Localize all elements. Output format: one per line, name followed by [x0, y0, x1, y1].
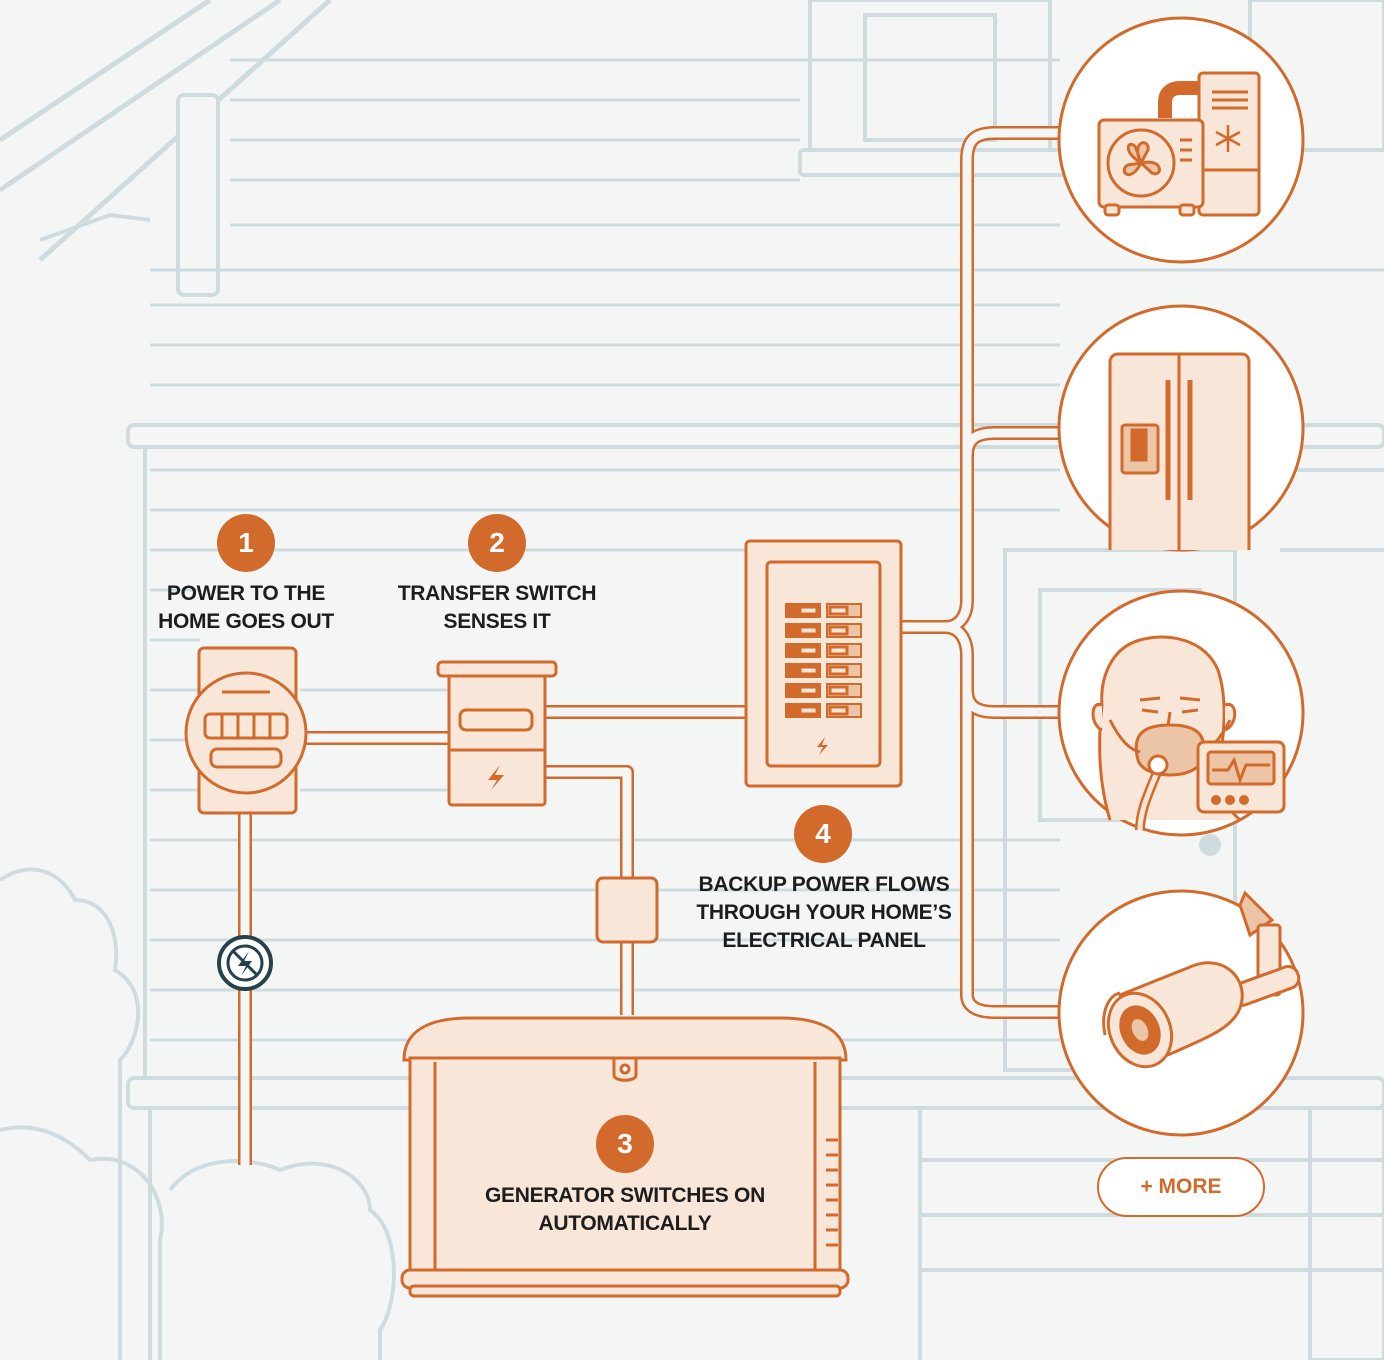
breaker-toggle	[828, 605, 849, 616]
breaker-toggle	[798, 705, 819, 716]
step-1-label: POWER TO THE HOME GOES OUT	[158, 582, 334, 633]
transfer-switch-icon	[436, 660, 558, 807]
refrigerator-icon	[1057, 304, 1305, 552]
breaker-toggle	[798, 605, 819, 616]
security-camera-icon	[1057, 889, 1305, 1137]
breaker-toggle	[798, 625, 819, 636]
breaker-toggle	[828, 685, 849, 696]
no-power-icon	[217, 935, 273, 991]
step-3-badge: 3	[596, 1115, 654, 1173]
breaker-toggle	[828, 625, 849, 636]
breaker-toggle	[828, 705, 849, 716]
breaker-toggle	[798, 665, 819, 676]
step-2-badge: 2	[468, 514, 526, 572]
electric-meter-icon	[184, 646, 308, 815]
step-1-badge: 1	[217, 514, 275, 572]
step-3-label: GENERATOR SWITCHES ON AUTOMATICALLY	[485, 1184, 765, 1235]
step-4-label: BACKUP POWER FLOWS THROUGH YOUR HOME’S E…	[696, 873, 952, 952]
step-2-label: TRANSFER SWITCH SENSES IT	[397, 582, 597, 633]
electrical-panel-icon	[744, 539, 903, 788]
more-button[interactable]: + MORE	[1097, 1157, 1265, 1217]
breaker-toggle	[828, 645, 849, 656]
breaker-toggle	[798, 645, 819, 656]
power-lines	[238, 126, 1060, 1165]
breaker-toggle	[828, 665, 849, 676]
oxygen-mask-icon	[1057, 589, 1305, 837]
junction-box-icon	[595, 876, 659, 944]
breaker-toggle	[798, 685, 819, 696]
step-4-badge: 4	[794, 805, 852, 863]
hvac-icon	[1057, 16, 1305, 264]
